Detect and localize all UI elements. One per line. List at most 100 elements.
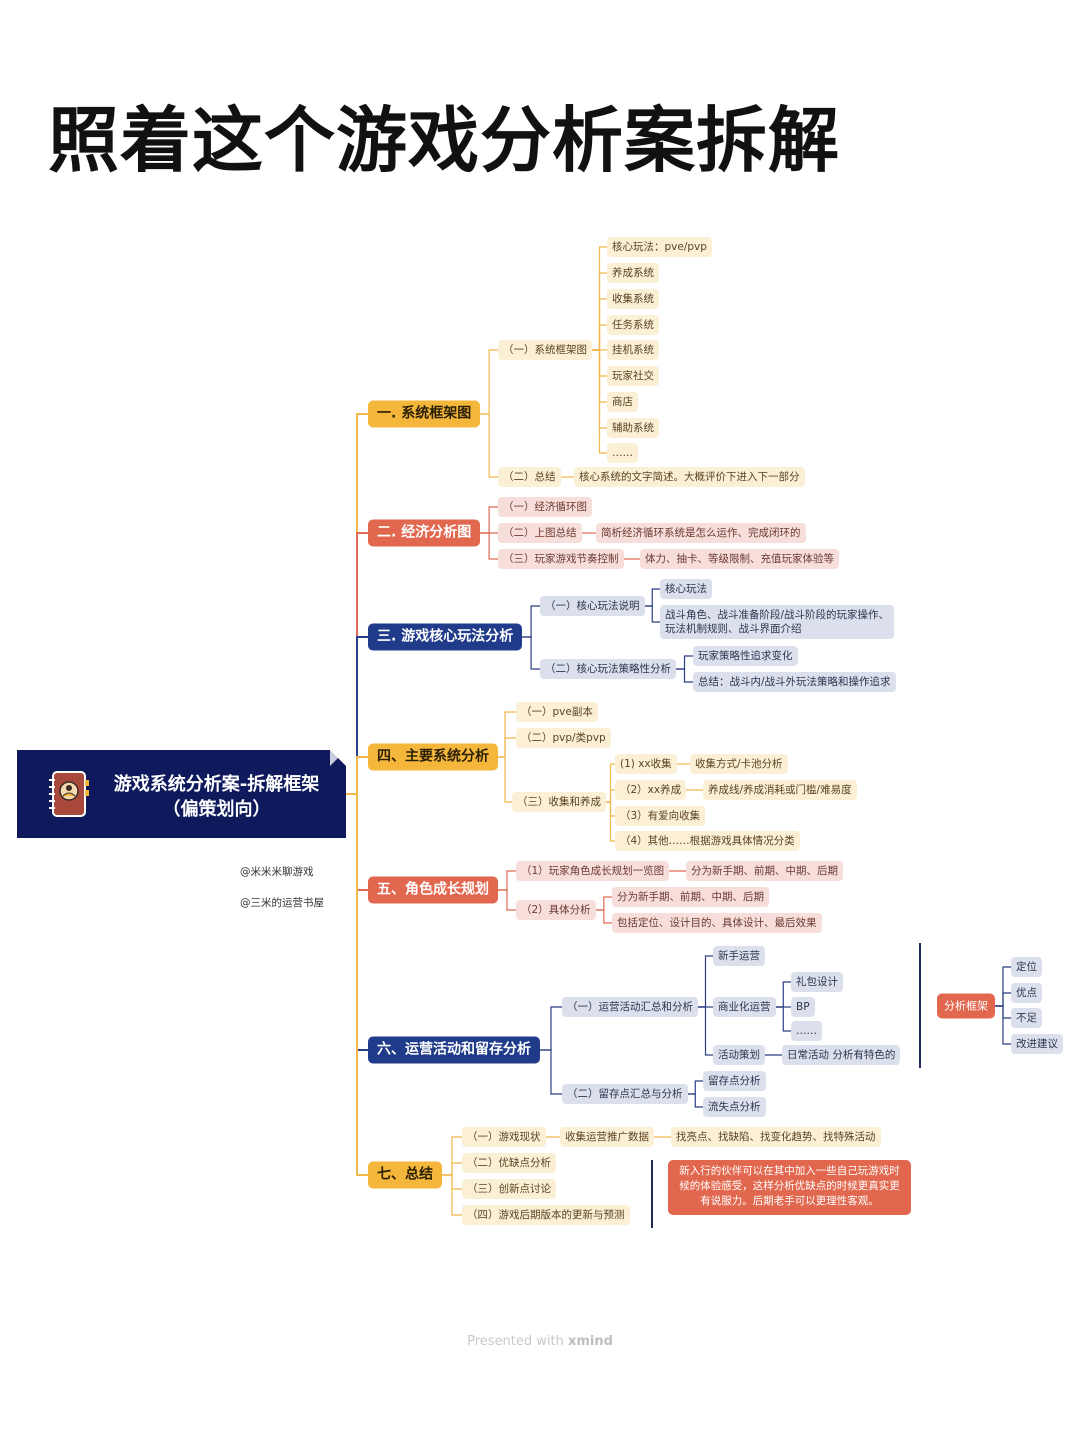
connector-line [498, 711, 516, 758]
connector-line [442, 1174, 462, 1190]
leaf-topic[interactable]: 核心系统的文字简述。大概评价下进入下一部分 [574, 467, 805, 487]
leaf-topic[interactable]: …… [607, 443, 638, 463]
subtopic[interactable]: （四）游戏后期版本的更新与预测 [462, 1205, 630, 1225]
leaf-topic[interactable]: 日常活动 分析有特色的 [782, 1045, 901, 1065]
connector-line [346, 636, 368, 795]
connector-line [592, 298, 607, 351]
leaf-topic[interactable]: 包括定位、设计目的、具体设计、最后效果 [612, 913, 822, 933]
leaf-topic[interactable]: 简析经济循环系统是怎么运作、完成闭环的 [596, 523, 806, 543]
leaf-topic[interactable]: 总结：战斗内/战斗外玩法策略和操作追求 [693, 672, 896, 692]
leaf-topic[interactable]: 养成线/养成消耗或门槛/难易度 [703, 780, 857, 800]
footer-credit: Presented with xmind [0, 1334, 1080, 1349]
floating-note[interactable]: 新入行的伙伴可以在其中加入一些自己玩游戏时 候的体验感受，这样分析优缺点的时候更… [668, 1160, 911, 1215]
leaf-topic[interactable]: 商店 [607, 392, 638, 412]
leaf-topic[interactable]: 留存点分析 [703, 1071, 766, 1091]
leaf-topic[interactable]: 收集方式/卡池分析 [690, 754, 788, 774]
connector-line [592, 349, 607, 429]
connector-line [775, 1006, 791, 1032]
leaf-topic[interactable]: 分为新手期、前期、中期、后期 [612, 887, 769, 907]
boundary-line [919, 943, 921, 1068]
leaf-topic[interactable]: 活动策划 [713, 1045, 765, 1065]
subtopic[interactable]: （二）核心玩法策略性分析 [540, 659, 676, 679]
subtopic[interactable]: （二）总结 [498, 467, 561, 487]
floating-topic-analysis-framework[interactable]: 分析框架 [937, 993, 995, 1019]
leaf-topic[interactable]: （3）有爱向收集 [615, 806, 706, 826]
connector-line [346, 793, 368, 1176]
leaf-topic[interactable]: 新手运营 [713, 946, 765, 966]
leaf-topic[interactable]: 养成系统 [607, 263, 659, 283]
leaf-topic[interactable]: 辅助系统 [607, 418, 659, 438]
leaf-topic[interactable]: 任务系统 [607, 315, 659, 335]
leaf-topic[interactable]: 找亮点、找缺陷、找变化趋势、找特殊活动 [671, 1127, 881, 1147]
subtopic[interactable]: （一）系统框架图 [498, 340, 592, 360]
subtopic[interactable]: （一）游戏现状 [462, 1127, 546, 1147]
leaf-topic[interactable]: （2）xx养成 [615, 780, 687, 800]
subtopic[interactable]: （1）玩家角色成长规划一览图 [516, 861, 670, 881]
subtopic[interactable]: （一）经济循环图 [498, 497, 592, 517]
connector-line [775, 981, 791, 1008]
subtopic[interactable]: （三）收集和养成 [512, 792, 606, 812]
connector-line [698, 955, 713, 1008]
subtopic[interactable]: （三）创新点讨论 [462, 1179, 556, 1199]
leaf-topic[interactable]: 收集运营推广数据 [560, 1127, 654, 1147]
credit-author-2: @三米的运营书屋 [240, 897, 324, 909]
topic-system-framework[interactable]: 一. 系统框架图 [368, 400, 481, 428]
leaf-topic[interactable]: （4）其他……根据游戏具体情况分类 [615, 831, 800, 851]
leaf-topic[interactable]: (1) xx收集 [615, 754, 677, 774]
subtopic[interactable]: （二）上图总结 [498, 523, 582, 543]
leaf-topic[interactable]: 挂机系统 [607, 340, 659, 360]
connector-line [606, 789, 615, 803]
connector-line [644, 588, 660, 607]
footer-prefix: Presented with [467, 1334, 568, 1349]
subtopic[interactable]: （三）玩家游戏节奏控制 [498, 549, 624, 569]
leaf-topic[interactable]: 体力、抽卡、等级限制、充值玩家体验等 [640, 549, 839, 569]
leaf-topic[interactable]: 优点 [1011, 983, 1042, 1003]
topic-economy-analysis[interactable]: 二. 经济分析图 [368, 519, 481, 547]
subtopic[interactable]: （一）pve副本 [516, 702, 598, 722]
leaf-topic[interactable]: 玩家策略性追求变化 [693, 646, 798, 666]
topic-operations-retention[interactable]: 六、运营活动和留存分析 [368, 1036, 540, 1064]
connector-line [346, 413, 368, 795]
leaf-topic[interactable]: 不足 [1011, 1008, 1042, 1028]
topic-character-growth[interactable]: 五、角色成长规划 [368, 876, 498, 904]
connector-line [698, 1006, 713, 1056]
connector-line [676, 668, 693, 683]
connector-line [606, 801, 615, 842]
connector-line [592, 349, 607, 377]
subtopic[interactable]: （一）核心玩法说明 [540, 596, 645, 616]
leaf-topic[interactable]: BP [791, 997, 815, 1017]
subtopic[interactable]: （二）pvp/类pvp [516, 728, 611, 748]
connector-line [540, 1049, 562, 1095]
connector-line [540, 1006, 562, 1051]
leaf-topic[interactable]: 核心玩法：pve/pvp [607, 237, 712, 257]
topic-summary[interactable]: 七、总结 [368, 1161, 442, 1189]
leaf-topic[interactable]: 改进建议 [1011, 1034, 1063, 1054]
leaf-topic[interactable]: 核心玩法 [660, 579, 712, 599]
leaf-topic[interactable]: 礼包设计 [791, 972, 843, 992]
connector-line [498, 870, 516, 891]
connector-line [995, 1005, 1011, 1045]
leaf-topic[interactable]: 玩家社交 [607, 366, 659, 386]
subtopic[interactable]: （二）留存点汇总与分析 [562, 1084, 688, 1104]
leaf-topic[interactable]: 定位 [1011, 957, 1042, 977]
connector-line [346, 793, 368, 891]
leaf-topic[interactable]: 收集系统 [607, 289, 659, 309]
connector-line [346, 532, 368, 795]
leaf-topic[interactable]: 商业化运营 [713, 997, 776, 1017]
subtopic[interactable]: （2）具体分析 [516, 900, 596, 920]
xmind-brand: xmind [567, 1334, 613, 1349]
subtopic[interactable]: （二）优缺点分析 [462, 1153, 556, 1173]
connector-line [644, 605, 660, 623]
leaf-topic[interactable]: 战斗角色、战斗准备阶段/战斗阶段的玩家操作、 玩法机制规则、战斗界面介绍 [660, 605, 895, 639]
topic-main-systems[interactable]: 四、主要系统分析 [368, 743, 498, 771]
root-topic[interactable]: 游戏系统分析案-拆解框架 （偏策划向） [17, 750, 346, 838]
leaf-topic[interactable]: …… [791, 1021, 822, 1041]
topic-core-gameplay[interactable]: 三. 游戏核心玩法分析 [368, 623, 523, 651]
connector-line [346, 756, 368, 795]
connector-line [687, 1080, 703, 1095]
connector-line [498, 756, 512, 803]
leaf-topic[interactable]: 分为新手期、前期、中期、后期 [686, 861, 843, 881]
connector-line [480, 349, 498, 415]
leaf-topic[interactable]: 流失点分析 [703, 1097, 766, 1117]
subtopic[interactable]: （一）运营活动汇总和分析 [562, 997, 698, 1017]
